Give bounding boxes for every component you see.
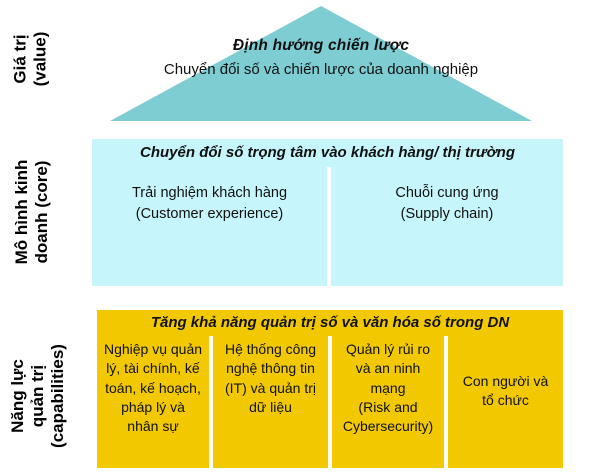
capability-box-it-data: Hệ thống công nghệ thông tin (IT) và quả… [213,310,328,468]
capabilities-section: Nghiệp vụ quản lý, tài chính, kế toán, k… [97,310,563,468]
axis-label-value: Giá trị (value) [10,31,50,87]
core-section: Trải nghiệm khách hàng (Customer experie… [92,139,563,286]
axis-label-core: Mô hình kinh doanh (core) [12,159,51,265]
roof-text-block: Định hướng chiến lược Chuyển đổi số và c… [110,6,532,121]
capability-box-business-operations: Nghiệp vụ quản lý, tài chính, kế toán, k… [97,310,209,468]
axis-label-capabilities: Năng lực quản trị (capabilities) [8,344,67,448]
capability-box-risk-cybersecurity: Quản lý rủi ro và an ninh mạng (Risk and… [332,310,444,468]
capabilities-header: Tăng khả năng quản trị số và văn hóa số … [97,310,563,336]
core-header: Chuyển đổi số trọng tâm vào khách hàng/ … [92,139,563,167]
roof-triangle-section: Định hướng chiến lược Chuyển đổi số và c… [110,6,532,121]
roof-subtitle: Chuyển đổi số và chiến lược của doanh ng… [163,61,479,78]
roof-title: Định hướng chiến lược [232,37,410,54]
roof-triangle-shape [110,6,532,121]
capability-box-people-organization: Con người và tổ chức [448,310,563,468]
